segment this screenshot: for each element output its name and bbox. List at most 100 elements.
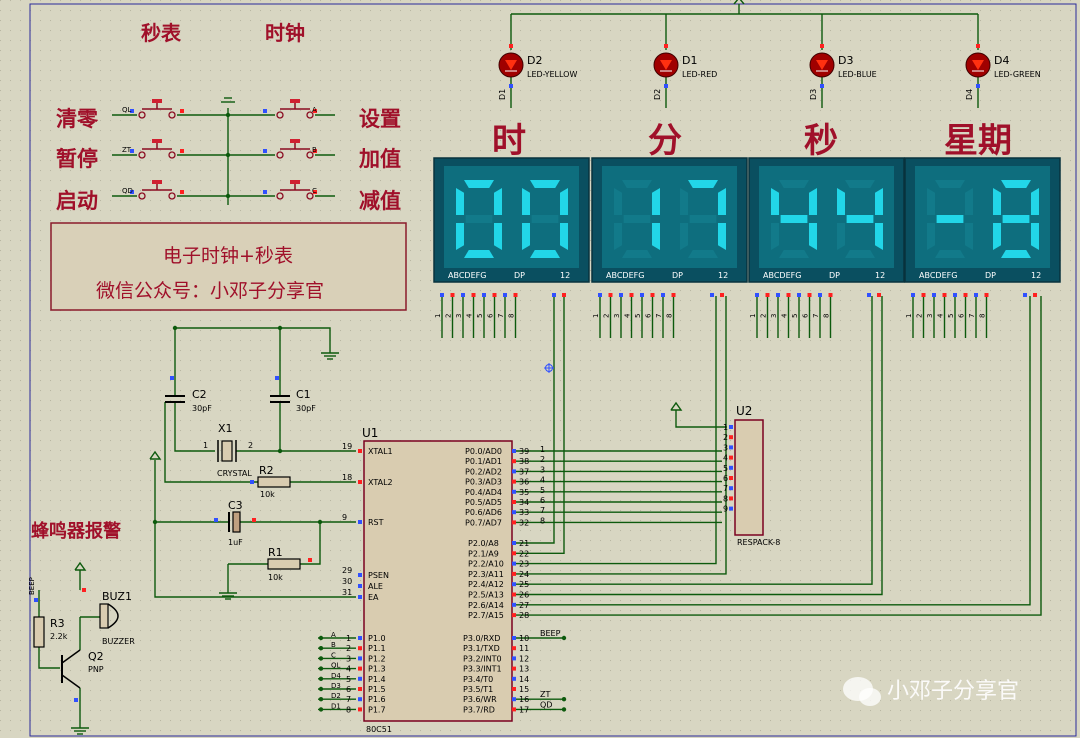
q2-collector [61, 649, 81, 664]
u1-pin-name: P1.2 [368, 654, 386, 663]
pin-marker [358, 520, 362, 524]
q2-emitter [61, 674, 81, 689]
u1-pin-name: P1.3 [368, 665, 386, 674]
pin-marker [82, 588, 86, 592]
wechat-watermark: 小邓子分享官 [843, 677, 1019, 706]
r1-body [267, 558, 301, 570]
c1-ref: C1 [296, 388, 311, 401]
label-start: 启动 [56, 189, 98, 213]
segment-d [779, 250, 809, 258]
pin-marker [619, 293, 623, 297]
pin-marker [482, 293, 486, 297]
pin-marker [130, 149, 134, 153]
button-contact [276, 192, 284, 200]
u1-pin-number: 26 [519, 591, 529, 600]
p1-net-label: A [331, 631, 336, 639]
u1-pin-number: 11 [519, 644, 529, 653]
button-contact [306, 151, 314, 159]
power-symbol [733, 0, 745, 5]
segment-f [837, 188, 845, 215]
u2-pin-number: 8 [723, 494, 728, 503]
label-stopwatch: 秒表 [141, 21, 182, 45]
u1-pin-number: 33 [519, 508, 529, 517]
power-symbol [670, 401, 683, 411]
pin-marker [512, 676, 516, 681]
button-contact [138, 151, 146, 159]
wire-layer [38, 4, 1042, 728]
led-value: LED-BLUE [838, 70, 877, 79]
u1-pin-name: P0.4/AD4 [465, 488, 502, 497]
pin-marker [180, 190, 184, 194]
segment-e [993, 223, 1001, 250]
pin-marker [512, 687, 516, 691]
r3-wire [38, 647, 60, 669]
pin-marker [503, 293, 507, 297]
segment-pin-number: 6 [645, 313, 653, 318]
pin-marker [512, 541, 516, 545]
junction-dot [277, 448, 283, 454]
pin-marker [984, 293, 989, 297]
display-segment-pins: ABCDEFG [763, 271, 801, 280]
segment-g [689, 215, 717, 223]
u1-pin-number: 28 [519, 611, 529, 620]
led-ref: D3 [838, 54, 853, 67]
led-net-label: D3 [809, 89, 818, 100]
led-net-label: D1 [498, 89, 507, 100]
x1-pin2: 2 [248, 441, 253, 450]
pin-marker [729, 506, 733, 511]
u1-pin-number: 39 [519, 447, 529, 456]
xtal2-wire [164, 402, 356, 483]
u2-pin-number: 6 [723, 474, 728, 483]
display-digit-pins: 12 [718, 271, 728, 280]
pin-marker [1023, 293, 1027, 297]
segment-g [846, 215, 874, 223]
pin-marker [180, 109, 184, 113]
display-digit-pins: 12 [560, 271, 570, 280]
segment-pin-number: 4 [466, 313, 474, 318]
u1-pin-number: 22 [519, 549, 529, 558]
pin-marker [512, 582, 516, 587]
r1-ref: R1 [268, 546, 283, 559]
u1-pin-name: P0.7/AD7 [465, 518, 502, 527]
pin-marker [358, 697, 362, 702]
pin-marker [776, 293, 780, 297]
c3-value: 1uF [228, 538, 243, 547]
u2-pin-number: 9 [723, 505, 728, 514]
segment-pin-number: 4 [781, 313, 789, 318]
pin-marker [963, 293, 968, 297]
p2-wire [516, 296, 873, 585]
segment-f [680, 188, 688, 215]
pin-marker [608, 293, 613, 297]
display-segment-pins: ABCDEFG [448, 271, 486, 280]
u1-pin-number: 37 [519, 467, 529, 476]
pin-marker [313, 149, 317, 153]
pin-marker [512, 636, 516, 640]
segment-f [927, 188, 935, 215]
segment-g [780, 215, 808, 223]
segment-d [464, 250, 494, 258]
u1-pin-number: 5 [346, 675, 351, 684]
power-symbol [149, 450, 162, 460]
segment-pin-number: 5 [476, 314, 484, 318]
pin-marker [512, 571, 516, 576]
buz1-horn [107, 603, 119, 629]
pin-marker [509, 44, 513, 48]
pin-marker [765, 293, 770, 297]
label-second: 秒 [804, 121, 838, 161]
label-set: 设置 [359, 107, 401, 131]
pin-marker [512, 520, 516, 525]
r1-value: 10k [268, 573, 283, 582]
segment-c [494, 223, 502, 250]
segment-pin-number: 4 [624, 313, 632, 318]
u1-pin-number: 8 [346, 705, 351, 714]
pin-marker [512, 666, 516, 671]
r3-net-label: BEEP [28, 577, 36, 595]
segment-pin-number: 3 [613, 314, 621, 318]
segment-pin-number: 1 [905, 314, 913, 318]
pin-marker [170, 376, 174, 380]
c1-value: 30pF [296, 404, 316, 413]
segment-pin-number: 2 [760, 314, 768, 318]
